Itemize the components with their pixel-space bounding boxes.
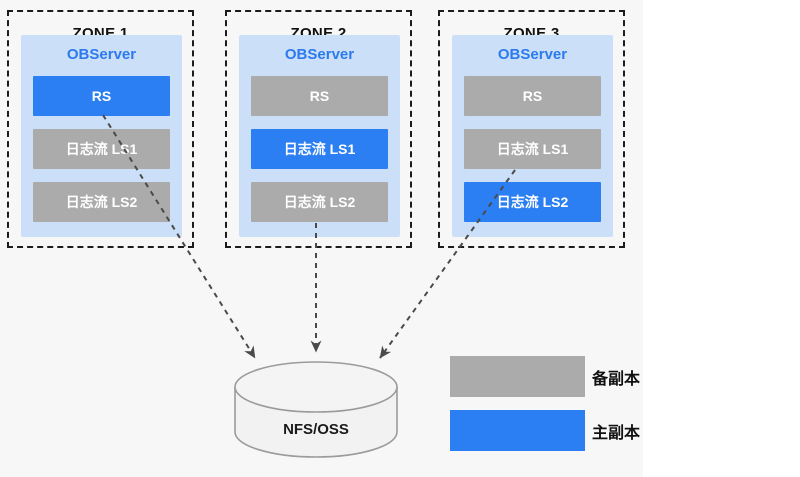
legend-swatch-primary <box>450 410 585 451</box>
zone-3-observer-label: OBServer <box>497 46 568 63</box>
zone-3-block-rs: RS <box>464 76 601 116</box>
legend-swatch-backup <box>450 356 585 397</box>
zone-2-observer-panel: OBServer RS 日志流 LS1 日志流 LS2 <box>239 35 400 237</box>
legend-label-primary: 主副本 <box>592 424 641 442</box>
zone-1-block-ls2: 日志流 LS2 <box>33 182 170 222</box>
storage-cylinder: NFS/OSS <box>234 361 398 458</box>
zone-3-block-ls2: 日志流 LS2 <box>464 182 601 222</box>
legend-label-backup: 备副本 <box>592 370 641 388</box>
zone-2-block-ls2: 日志流 LS2 <box>251 182 388 222</box>
zone-1-block-rs: RS <box>33 76 170 116</box>
zone-2-block-ls1: 日志流 LS1 <box>251 129 388 169</box>
arrow-zone3-to-storage <box>379 169 516 359</box>
arrow-zone1-to-storage <box>102 114 256 359</box>
zone-3-block-ls1: 日志流 LS1 <box>464 129 601 169</box>
zone-1-block-ls1: 日志流 LS1 <box>33 129 170 169</box>
zone-2-box: ZONE 2 OBServer RS 日志流 LS1 日志流 LS2 <box>225 10 412 248</box>
zone-1-observer-panel: OBServer RS 日志流 LS1 日志流 LS2 <box>21 35 182 237</box>
zone-1-observer-label: OBServer <box>66 46 137 63</box>
zone-3-observer-panel: OBServer RS 日志流 LS1 日志流 LS2 <box>452 35 613 237</box>
storage-label: NFS/OSS <box>283 421 349 438</box>
zone-2-block-rs: RS <box>251 76 388 116</box>
storage-cylinder-top <box>234 361 398 413</box>
zone-1-box: ZONE 1 OBServer RS 日志流 LS1 日志流 LS2 <box>7 10 194 248</box>
zone-3-box: ZONE 3 OBServer RS 日志流 LS1 日志流 LS2 <box>438 10 625 248</box>
zone-2-observer-label: OBServer <box>284 46 355 63</box>
